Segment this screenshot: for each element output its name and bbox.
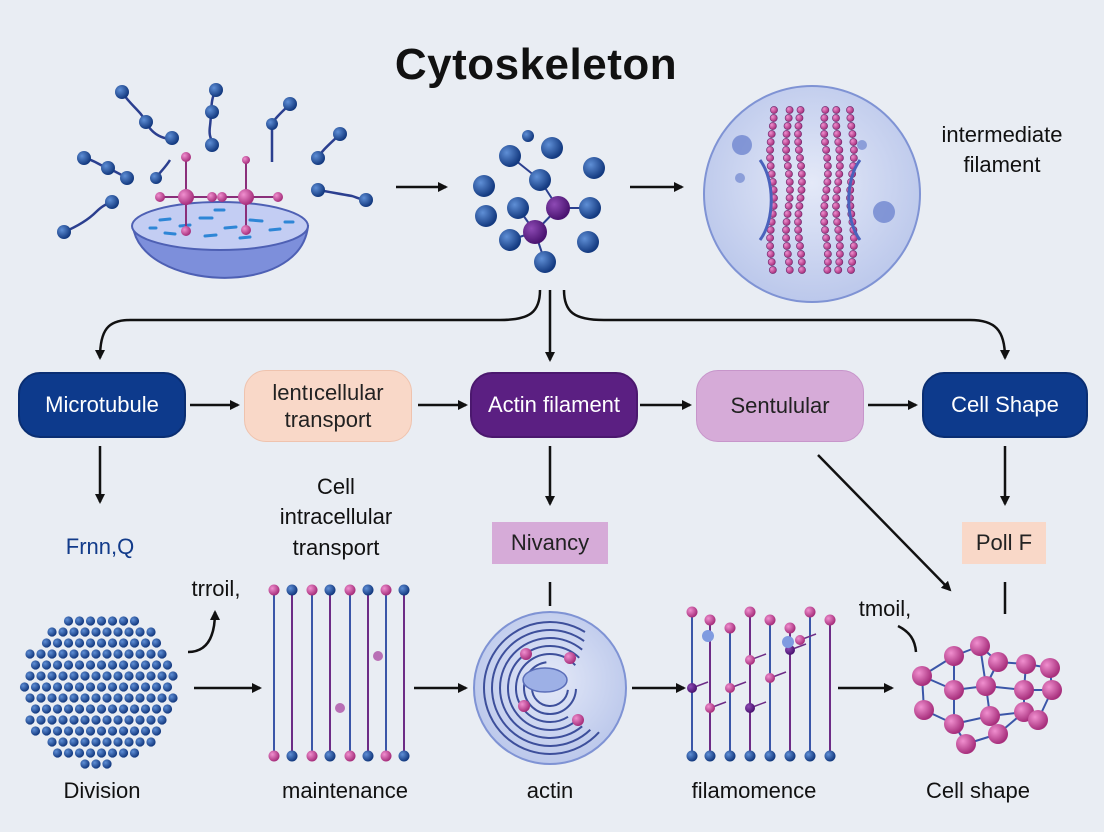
microtubule-lanes [268, 584, 410, 762]
division-bead-cluster [19, 616, 178, 769]
tmoil-hook [897, 624, 918, 653]
bowl-illustration [57, 83, 373, 279]
filament-branches [686, 606, 836, 762]
actin-swirl-cell [473, 611, 627, 765]
branch-connectors [95, 289, 1010, 362]
troil-label: trroil, [191, 576, 241, 601]
intermediate-filament-cell [703, 85, 921, 303]
cell-shape-node[interactable]: Cell Shape [922, 372, 1088, 438]
diagram-title: Cytoskeleton [394, 40, 678, 89]
troil-arrow [187, 610, 220, 654]
molecule-cluster [473, 130, 605, 273]
cell-intracellular-transport-label: Cell intracellular transport [279, 474, 393, 560]
poll-f-tag: Poll F [962, 522, 1046, 564]
maintenance-label: maintenance [282, 778, 408, 803]
sentulular-node[interactable]: Sentulular [696, 370, 864, 442]
down-arrows [95, 446, 1010, 614]
tmoil-label: tmoil, [858, 596, 912, 621]
microtubule-node[interactable]: Microtubule [18, 372, 186, 438]
filamomence-label: filamomence [691, 778, 817, 803]
frnn-label: Frnn,Q [65, 534, 135, 559]
nivancy-tag: Nivancy [492, 522, 608, 564]
cell-shape-lower-label: Cell shape [926, 778, 1030, 803]
lenticellular-transport-node[interactable]: lentıcellular transport [244, 370, 412, 442]
cell-shape-network [912, 636, 1062, 754]
division-label: Division [63, 778, 141, 803]
actin-filament-node[interactable]: Actin filament [470, 372, 638, 438]
intermediate-filament-label: intermediate filament [941, 122, 1063, 177]
actin-label: actin [526, 778, 574, 803]
